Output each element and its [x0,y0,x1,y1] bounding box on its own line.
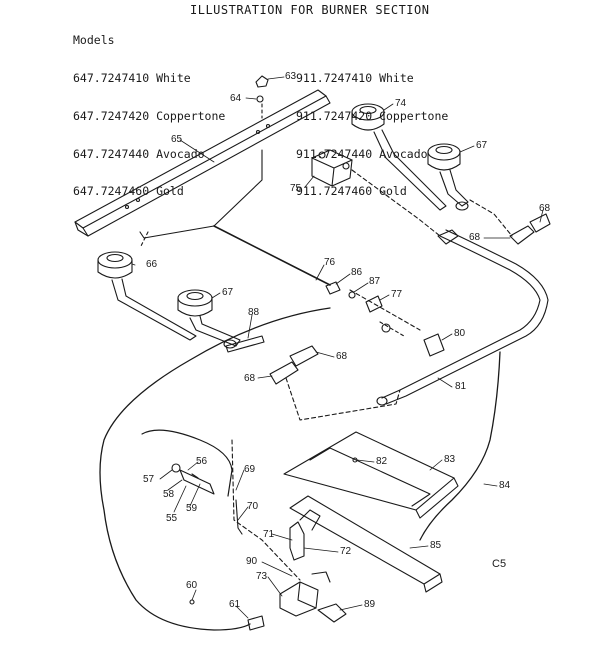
part-label: 81 [455,381,467,392]
model-left: 647.7247440 Avocado [73,146,205,161]
part-label: 74 [395,98,407,109]
diagram-title: ILLUSTRATION FOR BURNER SECTION [190,3,430,17]
part-label: 60 [186,580,198,591]
part-label: 65 [171,134,183,145]
part-label: 84 [499,480,511,491]
part-85-bracket [289,495,443,593]
part-label: 55 [166,513,178,524]
part-label: 67 [222,287,234,298]
model-left: 647.7247410 White [73,70,191,85]
part-label: 68 [244,373,256,384]
part-label: 69 [244,464,256,475]
model-right: 911.7247420 Coppertone [296,108,449,123]
part-65-burner-bar [74,89,331,237]
part-label: 88 [248,307,260,318]
part-83-shield [283,431,459,519]
leader-lines [131,76,544,619]
part-label: 72 [340,546,352,557]
part-label: 89 [364,599,376,610]
part-label: 58 [163,489,175,500]
part-label: 68 [469,232,481,243]
part-label: 75 [290,183,302,194]
part-label: 85 [430,540,442,551]
part-label: 82 [376,456,388,467]
part-label: 71 [263,529,275,540]
models-header: Models [73,33,115,48]
model-left: 647.7247420 Coppertone [73,108,226,123]
part-60-thermocouple [99,307,331,631]
part-label: 63 [285,71,297,82]
part-label: 56 [196,456,208,467]
part-label: 68 [336,351,348,362]
part-label: 83 [444,454,456,465]
gas-flow-lines [231,169,513,581]
drawing-code: C5 [492,558,507,570]
part-86-87-77-smallparts [325,281,405,337]
part-67-burner-left [177,289,241,349]
part-label: 80 [454,328,466,339]
part-88-pipe [225,335,265,353]
thermostat-assembly [141,429,347,631]
part-74-burner-right [351,103,447,211]
part-76-wire [139,149,331,286]
part-63-64-fasteners [255,75,269,119]
part-label: 66 [146,259,158,270]
model-right: 911.7247410 White [296,70,414,85]
part-label: 87 [369,276,381,287]
part-label: 59 [186,503,198,514]
part-label: 64 [230,93,242,104]
part-80-connector [423,333,445,357]
part-label: 77 [391,289,403,300]
part-label: 57 [143,474,155,485]
part-label: 73 [256,571,268,582]
part-81-manifold [376,229,549,406]
part-67-burner-right [427,143,469,211]
part-label: 68 [539,203,551,214]
part-label: 86 [351,267,363,278]
part-label: 61 [229,599,241,610]
part-label: 70 [247,501,259,512]
part-68-fittings [269,213,551,385]
part-84-thermocouple [419,351,501,541]
model-row: 647.7247410 White 911.7247410 White [73,72,448,85]
part-label: 76 [324,257,336,268]
models-table: Models 647.7247410 White 911.7247410 Whi… [73,9,448,223]
part-66-burner-left [97,251,197,341]
part-75-valve [311,149,353,187]
model-row: 647.7247420 Coppertone 911.7247420 Coppe… [73,110,448,123]
part-label: 90 [246,556,258,567]
part-label: 67 [476,140,488,151]
